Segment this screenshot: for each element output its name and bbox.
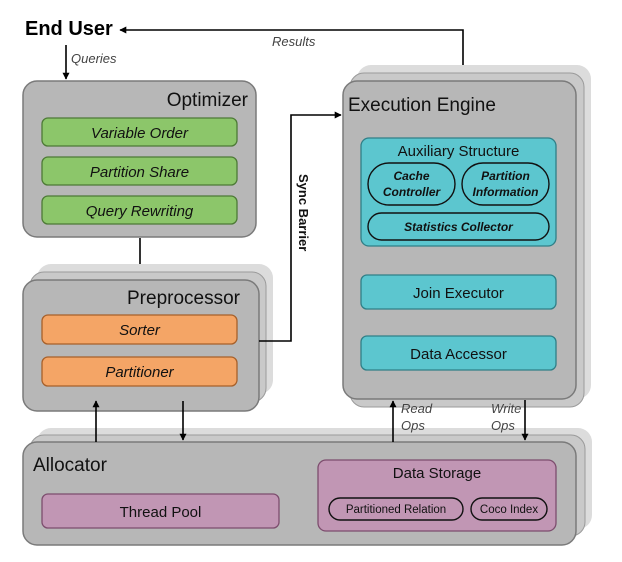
optimizer-module: Optimizer Variable Order Partition Share… — [22, 80, 257, 238]
read-ops-edge: Read Ops — [389, 400, 433, 442]
write-ops-line-2: Ops — [491, 418, 515, 433]
partition-information-line-2: Information — [473, 185, 539, 199]
execution-engine-title: Execution Engine — [348, 95, 496, 116]
partition-information-line-1: Partition — [481, 169, 530, 183]
data-accessor-label: Data Accessor — [410, 346, 507, 363]
queries-label: Queries — [71, 51, 117, 66]
coco-index-pill — [470, 497, 548, 521]
query-rewriting-label: Query Rewriting — [86, 203, 194, 220]
sorter-label: Sorter — [119, 322, 161, 339]
partitioned-relation-label: Partitioned Relation — [346, 504, 446, 516]
variable-order-label: Variable Order — [91, 125, 189, 142]
coco-index-label: Coco Index — [480, 504, 538, 516]
cache-controller-pill — [367, 162, 456, 206]
thread-pool-label: Thread Pool — [120, 504, 202, 521]
end-user-label: End User — [25, 18, 113, 40]
partitioner-label: Partitioner — [105, 364, 174, 381]
sorter-box — [41, 314, 238, 345]
preprocessor-module: Preprocessor Sorter Partitioner — [22, 264, 273, 412]
partitioner-box — [41, 356, 238, 387]
allocator-title: Allocator — [33, 455, 108, 476]
write-ops-line-1: Write — [491, 401, 521, 416]
read-ops-line-1: Read — [401, 401, 433, 416]
read-ops-line-2: Ops — [401, 418, 425, 433]
allocator-module: Allocator Thread Pool Data Storage Parti… — [22, 428, 592, 546]
write-ops-edge: Write Ops — [491, 400, 529, 441]
optimizer-title: Optimizer — [167, 90, 249, 111]
partition-information-pill — [461, 162, 550, 206]
queries-edge: Queries — [62, 45, 117, 80]
join-executor-box — [360, 274, 557, 310]
partitioned-relation-pill — [328, 497, 464, 521]
query-rewriting-box — [41, 195, 238, 225]
data-storage-title: Data Storage — [393, 465, 481, 482]
partition-share-box — [41, 156, 238, 186]
sync-barrier-edge: Sync Barrier — [259, 111, 342, 342]
partition-share-label: Partition Share — [90, 164, 189, 181]
cache-controller-line-1: Cache — [393, 169, 429, 183]
results-edge: Results — [119, 26, 464, 80]
preprocessor-title: Preprocessor — [127, 288, 241, 309]
cache-controller-line-2: Controller — [383, 185, 442, 199]
statistics-collector-pill — [367, 212, 550, 241]
variable-order-box — [41, 117, 238, 147]
execution-engine-module: Execution Engine Auxiliary Structure Cac… — [342, 65, 591, 408]
auxiliary-structure-title: Auxiliary Structure — [398, 143, 520, 160]
results-label: Results — [272, 34, 316, 49]
data-accessor-box — [360, 335, 557, 371]
thread-pool-box — [41, 493, 280, 529]
sync-barrier-label: Sync Barrier — [296, 174, 311, 251]
join-executor-label: Join Executor — [413, 285, 504, 302]
statistics-collector-label: Statistics Collector — [404, 220, 514, 234]
